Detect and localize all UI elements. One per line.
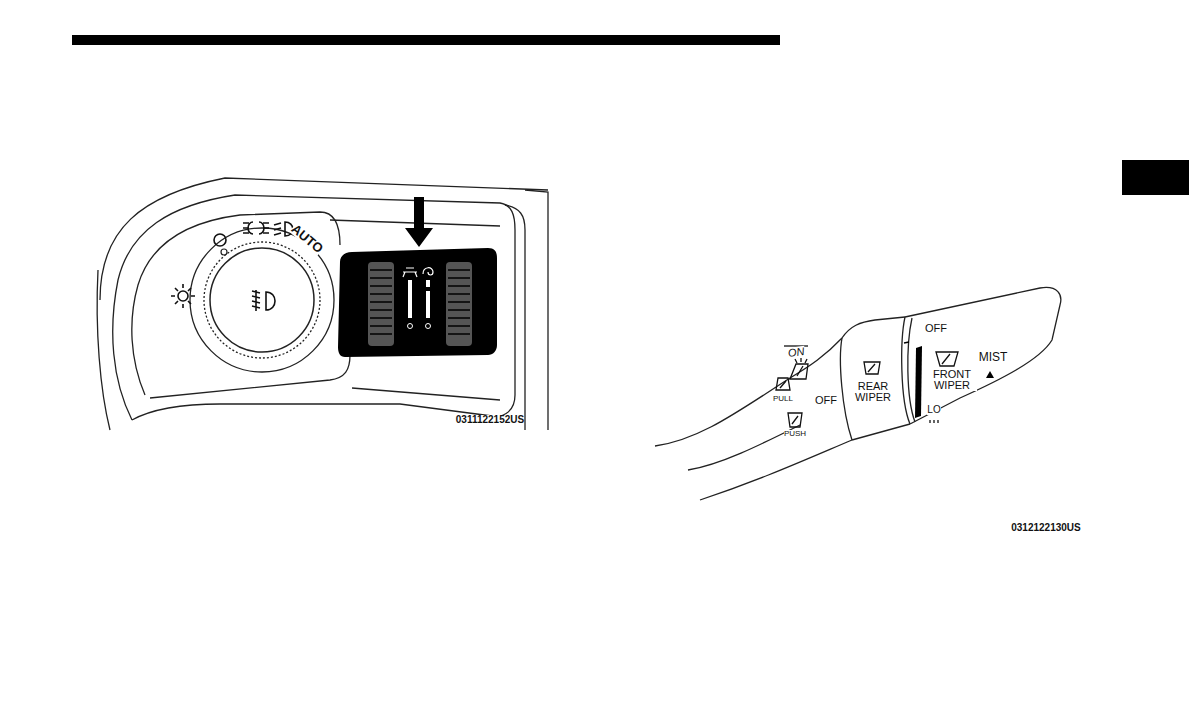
control-label: MIST <box>979 351 1008 363</box>
control-label: PUSH <box>784 430 806 438</box>
control-label: LO <box>927 405 940 415</box>
control-label: AUTO <box>289 221 325 254</box>
switch-housing <box>97 178 548 430</box>
control-label: OFF <box>815 395 837 406</box>
tick-mark <box>904 342 909 343</box>
figure-code: 0311122152US <box>456 415 524 425</box>
control-label: OFF <box>925 323 947 334</box>
section-tab <box>1122 160 1189 195</box>
mist-triangle <box>986 371 994 378</box>
control-label: PULL <box>773 395 793 403</box>
control-label: ON <box>787 345 805 358</box>
pointer-arrow <box>405 197 433 247</box>
dimmer-panel <box>338 248 497 357</box>
header-rule <box>72 35 780 45</box>
control-label: REAR WIPER <box>850 381 896 403</box>
position-marker <box>915 346 922 418</box>
figure-code: 0312122130US <box>1011 523 1081 533</box>
control-label: FRONT WIPER <box>927 369 977 391</box>
wiper-stalk <box>655 287 1061 500</box>
light-symbols <box>171 222 293 311</box>
